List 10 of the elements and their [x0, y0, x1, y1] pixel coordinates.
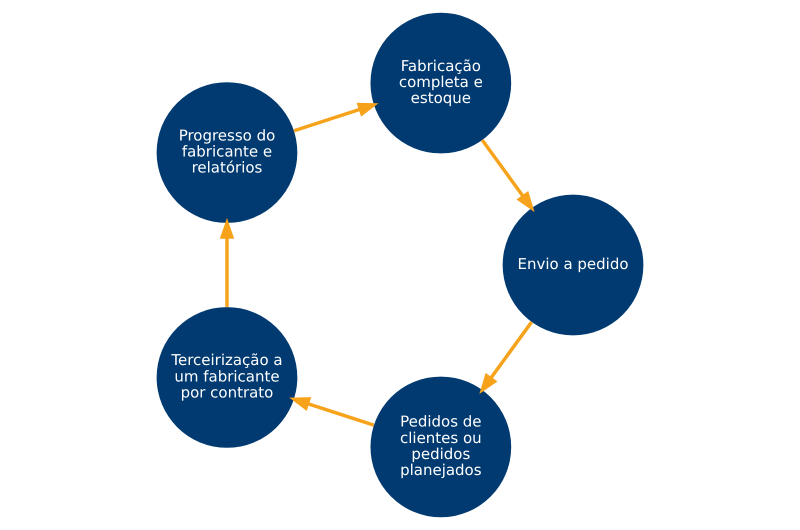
node-circle: Terceirização a um fabricante por contrato [156, 307, 298, 448]
node-circle: Pedidos de clientes ou pedidos planejados [370, 376, 512, 518]
arrow [294, 102, 379, 132]
arrow [480, 139, 535, 212]
arrow [220, 218, 234, 307]
node-circle: Envio a pedido [502, 194, 644, 336]
node-circle: Progresso do fabricante e relatórios [156, 82, 298, 223]
node-circle: Fabricação completa e estoque [370, 12, 512, 154]
arrow [479, 321, 533, 394]
arrow [289, 397, 374, 427]
